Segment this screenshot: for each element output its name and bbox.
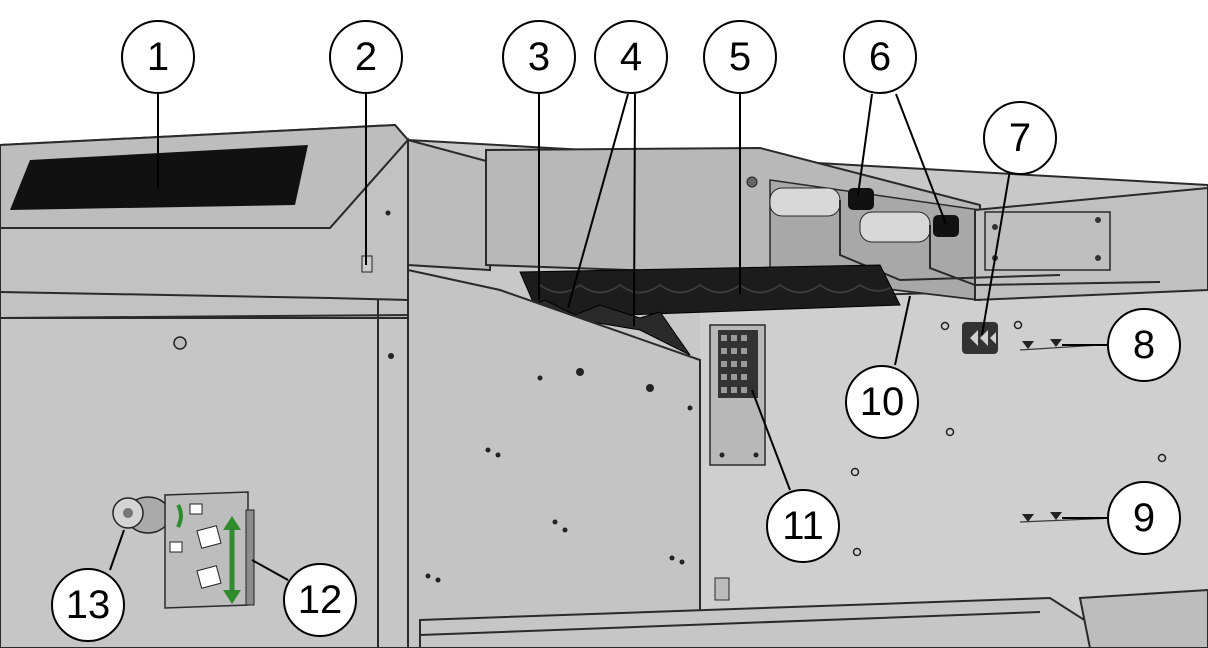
callout-10-label: 10 xyxy=(860,380,905,424)
left-housing xyxy=(0,123,410,648)
callout-4: 4 xyxy=(594,20,668,94)
callout-10: 10 xyxy=(845,365,919,439)
guide-arms xyxy=(769,187,1161,287)
callout-13-label: 13 xyxy=(66,583,111,627)
callout-9: 9 xyxy=(1107,481,1181,555)
terminal-block xyxy=(709,324,766,466)
callout-11-label: 11 xyxy=(782,504,824,548)
callout-12-label: 12 xyxy=(298,578,343,622)
callout-13: 13 xyxy=(51,568,125,642)
callout-1: 1 xyxy=(121,20,195,94)
callout-12: 12 xyxy=(283,563,357,637)
callout-6-label: 6 xyxy=(869,35,891,79)
label-plate xyxy=(164,491,255,609)
callout-3-label: 3 xyxy=(528,35,550,79)
callout-4-label: 4 xyxy=(620,35,642,79)
leader-lines xyxy=(109,93,1108,581)
callout-7-label: 7 xyxy=(1009,116,1031,160)
callout-6: 6 xyxy=(843,20,917,94)
callout-2: 2 xyxy=(329,20,403,94)
callout-11: 11 xyxy=(766,489,840,563)
callout-8-label: 8 xyxy=(1133,323,1155,367)
callout-5-label: 5 xyxy=(729,35,751,79)
knob xyxy=(112,496,171,534)
callout-8: 8 xyxy=(1107,308,1181,382)
callout-9-label: 9 xyxy=(1133,496,1155,540)
callout-1-label: 1 xyxy=(147,35,169,79)
callout-7: 7 xyxy=(983,101,1057,175)
bottom-tray xyxy=(419,577,1208,648)
callout-5: 5 xyxy=(703,20,777,94)
callout-3: 3 xyxy=(502,20,576,94)
callout-2-label: 2 xyxy=(355,35,377,79)
